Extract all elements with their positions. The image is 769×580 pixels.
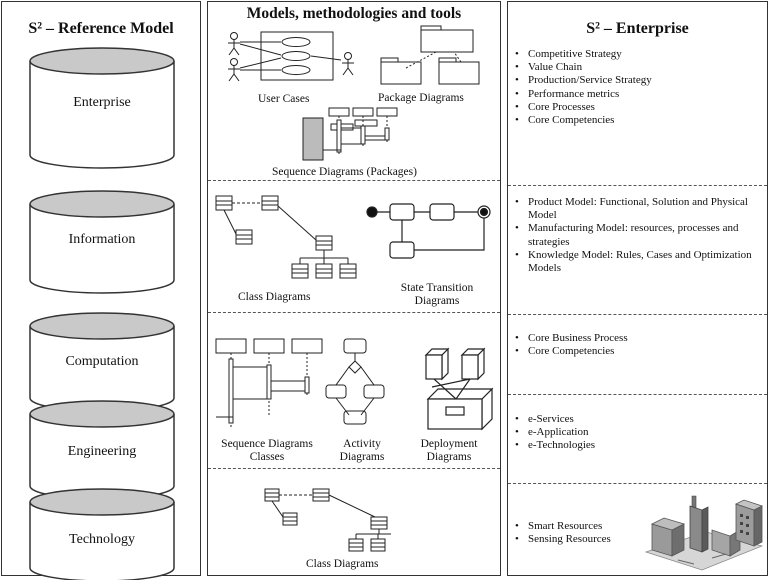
sequence-packages-label: Sequence Diagrams (Packages) [272,166,417,178]
state-transition-diagram [366,203,491,259]
class-diagram-bottom [264,488,391,552]
class-diagram [215,195,357,279]
layer-information: Information [29,190,175,294]
layer-label: Information [68,232,136,247]
section-divider [508,314,767,315]
list-item: Core Competencies [515,345,763,358]
information-list: Product Model: Functional, Solution and … [515,196,765,275]
cylinder-shape [29,400,175,500]
section-divider [208,312,500,313]
use-case-diagram [228,31,354,82]
section-divider [508,185,767,186]
computation-list: Core Business Process Core Competencies [515,332,763,359]
layer-label: Enterprise [73,95,131,110]
enterprise-panel: S² – Enterprise Competitive Strategy Val… [507,1,768,576]
list-item: Smart Resources [515,520,645,533]
package-diagrams-label: Package Diagrams [378,92,464,104]
reference-model-title: S² – Reference Model [28,20,174,37]
cylinder-shape [29,488,175,580]
list-item: Competitive Strategy [515,48,763,61]
technology-list: Smart Resources Sensing Resources [515,520,645,547]
layer-computation: Computation [29,312,175,412]
sequence-packages-diagram [302,107,398,161]
enterprise-title: S² – Enterprise [586,20,689,37]
class-diagrams-label: Class Diagrams [238,291,311,303]
factory-illustration [644,495,764,571]
engineering-list: e-Services e-Application e-Technologies [515,413,763,453]
state-transition-label: State Transition Diagrams [400,282,474,307]
list-item: Knowledge Model: Rules, Cases and Optimi… [515,249,765,275]
list-item: Production/Service Strategy [515,74,763,87]
package-diagram [380,25,480,85]
layer-technology: Technology [29,488,175,580]
list-item: Core Business Process [515,332,763,345]
list-item: Manufacturing Model: resources, processe… [515,222,765,248]
sequence-classes-diagram [215,338,323,427]
list-item: Performance metrics [515,88,763,101]
section-divider [508,483,767,484]
models-tools-panel: Models, methodologies and tools User Cas… [207,1,501,576]
list-item: Value Chain [515,61,763,74]
list-item: e-Technologies [515,439,763,452]
list-item: Core Processes [515,101,763,114]
layer-enterprise: Enterprise [29,47,175,169]
class-diagrams-bottom-label: Class Diagrams [306,558,379,570]
section-divider [208,468,500,469]
activity-label: Activity Diagrams [339,438,385,463]
layer-label: Technology [69,532,135,547]
list-item: Core Competencies [515,114,763,127]
layer-label: Computation [65,354,139,369]
activity-diagram [325,338,385,425]
deployment-label: Deployment Diagrams [420,438,478,463]
deployment-diagram [424,347,494,431]
use-cases-label: User Cases [258,93,310,105]
layer-label: Engineering [67,444,137,459]
sequence-classes-label: Sequence Diagrams Classes [221,438,313,463]
section-divider [508,394,767,395]
models-tools-title: Models, methodologies and tools [246,5,462,22]
reference-model-panel: S² – Reference Model Enterprise Informat… [1,1,201,580]
list-item: Sensing Resources [515,533,645,546]
layer-engineering: Engineering [29,400,175,500]
list-item: e-Services [515,413,763,426]
enterprise-list: Competitive Strategy Value Chain Product… [515,48,763,127]
cylinder-shape [29,190,175,294]
list-item: e-Application [515,426,763,439]
list-item: Product Model: Functional, Solution and … [515,196,765,222]
section-divider [208,180,500,181]
cylinder-shape [29,47,175,169]
